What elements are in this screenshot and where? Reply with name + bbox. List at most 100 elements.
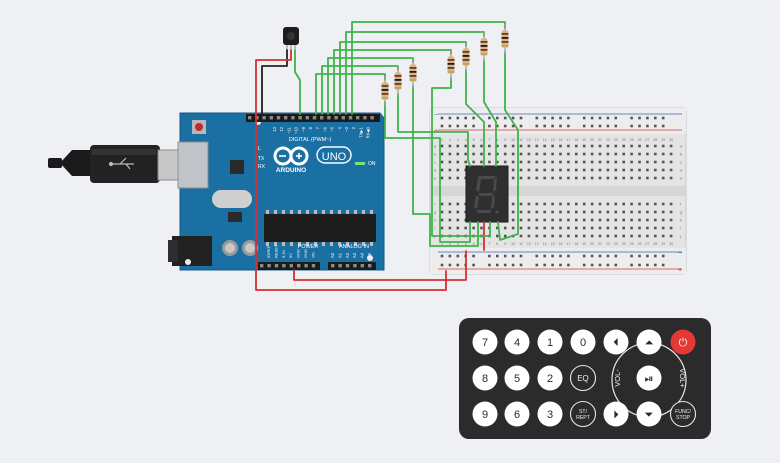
power-pin-label: GND [296,249,301,258]
resistors[interactable] [381,24,509,106]
on-label: ON [368,161,376,167]
digital-pin-label: 12 [279,126,284,131]
vol-down-button[interactable]: VOL- [613,369,622,387]
column-number: 14 [543,242,547,246]
usb-cable[interactable] [48,145,187,183]
column-number: 17 [566,138,570,142]
analog-pin-label: A5 [367,252,372,258]
ir-receiver[interactable] [283,27,299,50]
reset-button[interactable] [195,123,203,131]
column-number: 26 [638,138,642,142]
svg-text:⏯: ⏯ [645,373,654,385]
resistor[interactable] [462,42,470,72]
digital-pin-label: ~10 [294,126,299,134]
column-number: 6 [481,138,483,142]
digital-pin-label: ~5 [330,126,335,131]
wire-res-1 [384,101,471,243]
digital-pin-label: ~3 [344,126,349,131]
row-letter: c [680,160,682,165]
1-button[interactable]: 1 [537,329,563,355]
power-button[interactable]: ⏻ [670,329,696,355]
column-number: 2 [449,242,451,246]
row-letter: h [434,218,436,223]
down-button[interactable]: ⏷ [636,401,662,427]
digital-pin-label: ~9 [301,126,306,131]
column-number: 15 [551,138,555,142]
usb-icon [108,157,134,170]
rx-led-label: RX [258,164,266,170]
row-letter: d [680,168,682,173]
digital-pin-label: 8 [308,126,313,129]
digital-pin-label: 4 [337,126,342,129]
resistor[interactable] [480,32,488,62]
column-number: 11 [519,242,523,246]
digital-pin-label: RX◀0 [366,126,371,138]
breadboard[interactable]: − + − + 11223344556677889910101111121213… [429,107,687,275]
column-number: 22 [606,242,610,246]
column-number: 14 [543,138,547,142]
column-number: 19 [582,242,586,246]
seven-segment-display[interactable]: 8 [465,165,509,223]
row-letter: e [434,176,437,181]
eq-button[interactable]: EQ [569,364,597,392]
0-button[interactable]: 0 [570,329,596,355]
column-number: 18 [574,242,578,246]
9-button[interactable]: 9 [472,401,498,427]
power-pin-label: RESET [273,244,278,258]
wire-5v-rail [293,250,467,281]
6-button[interactable]: 6 [504,401,530,427]
5-button[interactable]: 5 [504,365,530,391]
analog-pin-label: A0 [330,252,335,258]
row-letter: g [434,210,436,215]
svg-text:1: 1 [547,337,553,349]
power-pin-label: GND [303,249,308,258]
resistor[interactable] [394,66,402,96]
arduino-logo [273,146,309,166]
column-number: 6 [481,242,483,246]
svg-text:3: 3 [547,409,553,421]
svg-text:⏵: ⏵ [613,409,619,421]
svg-text:ST/: ST/ [579,409,588,415]
7-button[interactable]: 7 [472,329,498,355]
power-pin-label: 5V [288,253,293,258]
digital-pin-label: TX▶1 [358,126,363,138]
power-label: POWER [298,244,319,250]
column-number: 10 [511,242,515,246]
power-header[interactable] [258,262,320,270]
svg-text:5: 5 [514,373,520,385]
column-number: 16 [559,138,563,142]
4-button[interactable]: 4 [504,329,530,355]
next-button[interactable]: ⏵ [603,401,629,427]
3-button[interactable]: 3 [537,401,563,427]
resistor[interactable] [409,58,417,88]
play-button[interactable]: ⏯ [636,365,662,391]
column-number: 7 [488,242,490,246]
2-button[interactable]: 2 [537,365,563,391]
digital-pin-label: ~6 [322,126,327,131]
up-button[interactable]: ⏶ [636,329,662,355]
st-rept-button[interactable]: ST/REPT [569,400,597,428]
resistor[interactable] [501,24,509,54]
wire-seg-7 [351,21,506,115]
resistor[interactable] [381,76,389,106]
analog-header[interactable] [328,262,376,270]
prev-button[interactable]: ⏴ [603,329,629,355]
column-number: 9 [504,242,506,246]
digital-pin-label: 7 [315,126,320,129]
resistor[interactable] [447,50,455,80]
svg-text:VOL-: VOL- [613,369,622,387]
row-letter: a [680,144,683,149]
column-number: 12 [527,242,531,246]
column-number: 28 [653,242,657,246]
row-letter: g [680,210,682,215]
row-letter: i [434,226,435,231]
func-stop-button[interactable]: FUNC/STOP [669,400,697,428]
column-number: 29 [661,242,665,246]
column-number: 16 [559,242,563,246]
8-button[interactable]: 8 [472,365,498,391]
vol-up-button[interactable]: VOL+ [678,368,687,388]
column-number: 9 [504,138,506,142]
